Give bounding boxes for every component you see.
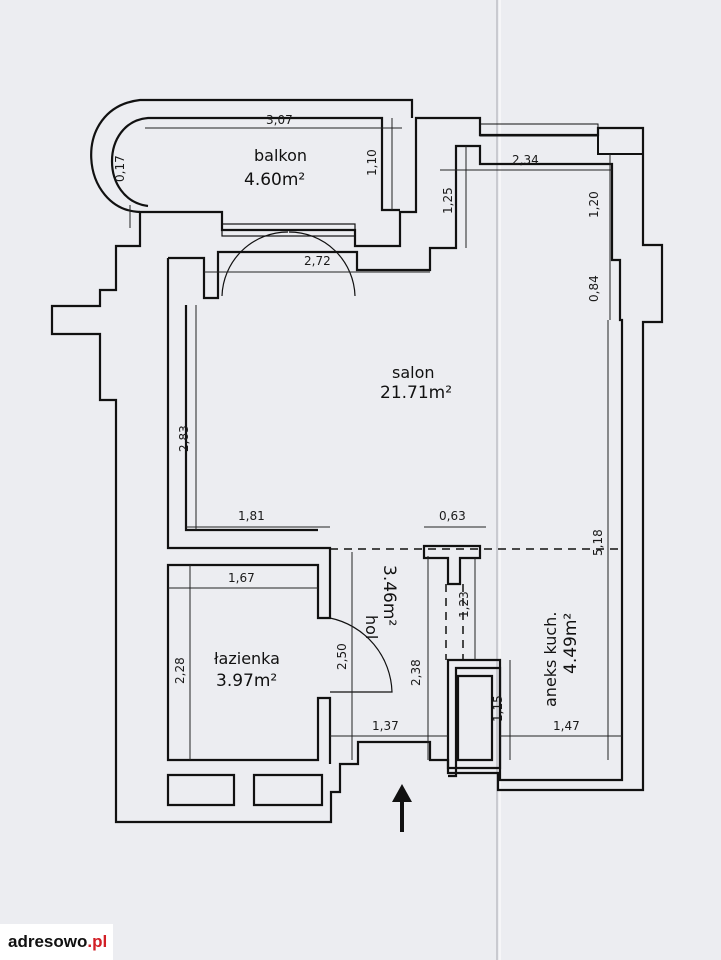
dim-label-307: 3,07 <box>266 113 293 127</box>
dim-label-238: 2,38 <box>409 659 423 686</box>
dim-label-110: 1,10 <box>365 149 379 176</box>
room-area-aneks: 4.49m² <box>561 613 581 674</box>
dim-label-123: 1,23 <box>457 591 471 618</box>
dim-label-272: 2,72 <box>304 254 331 268</box>
bathroom-wall-inner <box>184 305 318 532</box>
entrance-arrow <box>392 784 412 832</box>
balcony-door-frame <box>221 223 356 237</box>
room-area-balkon: 4.60m² <box>244 170 305 190</box>
room-area-salon: 21.71m² <box>380 383 452 403</box>
logo-tld-text: .pl <box>87 932 108 951</box>
corner-pillar <box>597 127 644 155</box>
dim-label-250: 2,50 <box>335 643 349 670</box>
logo-main-text: adresowo <box>8 932 88 951</box>
dim-label-120: 1,20 <box>587 191 601 218</box>
dim-label-283: 2,83 <box>177 425 191 452</box>
room-label-lazienka: łazienka <box>214 649 280 668</box>
room-area-lazienka: 3.97m² <box>216 671 277 691</box>
kitchen-cabinet <box>446 658 502 770</box>
dim-label-063: 0,63 <box>439 509 466 523</box>
door-swing-right <box>288 231 356 297</box>
dim-label-125: 1,25 <box>441 187 455 214</box>
balcony-inner <box>110 116 400 212</box>
room-area-hol: 3.46m² <box>379 565 399 626</box>
dim-label-115: 1,15 <box>491 695 505 722</box>
bathroom-door-swing <box>329 617 393 693</box>
room-label-balkon: balkon <box>254 146 307 165</box>
dim-label-084: 0,84 <box>587 275 601 302</box>
dim-label-228: 2,28 <box>173 657 187 684</box>
kitchen-partition <box>422 544 482 586</box>
door-swing-left <box>221 231 289 297</box>
dim-label-147: 1,47 <box>553 719 580 733</box>
dim-label-518: 5,18 <box>591 529 605 556</box>
dim-label-137: 1,37 <box>372 719 399 733</box>
dim-label-167: 1,67 <box>228 571 255 585</box>
bathroom-window-boxes <box>166 773 324 807</box>
dim-label-234: 2,34 <box>512 153 539 167</box>
room-label-hol: hol <box>362 615 381 639</box>
adresowo-logo[interactable]: adresowo.pl <box>0 924 113 960</box>
bathroom-wall <box>166 258 332 764</box>
outer-wall <box>50 116 664 824</box>
dim-label-181: 1,81 <box>238 509 265 523</box>
dim-label-017: 0,17 <box>113 155 127 182</box>
room-label-salon: salon <box>392 363 435 382</box>
room-label-aneks: aneks kuch. <box>541 612 560 707</box>
balcony-outline <box>90 98 414 214</box>
